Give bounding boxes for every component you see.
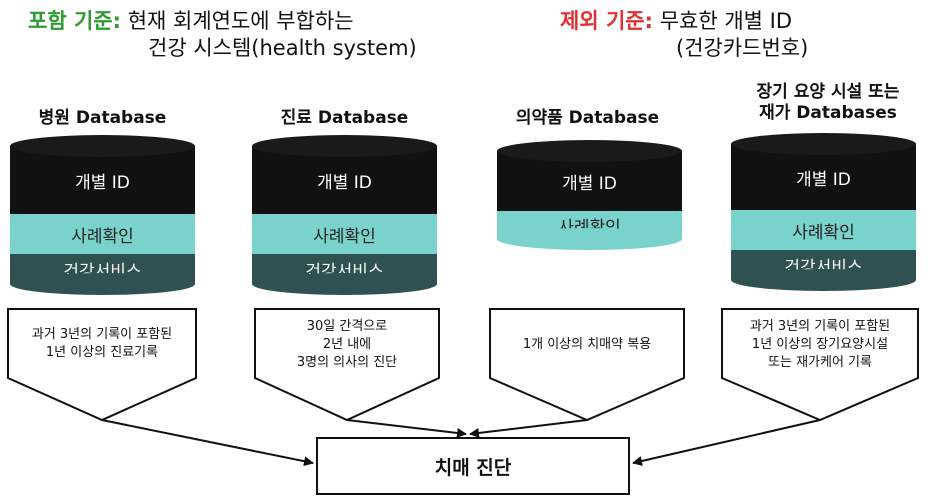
exclusion-criteria: 제외 기준: 무효한 개별 ID (건강카드번호) <box>560 8 808 62</box>
layer-individual-id: 개별 ID <box>497 151 682 211</box>
layer-text: 개별 ID <box>317 172 372 193</box>
db-title-ltc: 장기 요양 시설 또는 재가 Databases <box>728 82 928 124</box>
condition-funnel-clinic <box>254 308 440 422</box>
cylinder-bottom <box>10 273 195 295</box>
db-cylinder-ltc: 개별 ID 사례확인 건강서비스 <box>731 133 916 293</box>
exclusion-label: 제외 기준: <box>560 9 653 33</box>
condition-clinic: 30일 간격으로 2년 내에 3명의 의사의 진단 <box>255 318 439 372</box>
arrow-drug-to-result <box>469 419 588 438</box>
condition-funnel-drug <box>489 308 685 422</box>
cylinder-bottom <box>731 269 916 291</box>
db-title-drug: 의약품 Database <box>495 108 680 129</box>
condition-line: 3명의 의사의 진단 <box>296 355 398 370</box>
arrow-ltc-to-result <box>632 419 821 466</box>
condition-funnel-ltc <box>721 308 919 422</box>
condition-line: 또는 재가케어 기록 <box>768 355 872 370</box>
layer-text: 사례확인 <box>792 222 855 243</box>
condition-line: 과거 3년의 기록이 포함된 <box>31 327 173 342</box>
db-title-text: 의약품 Database <box>515 108 660 128</box>
layer-individual-id: 개별 ID <box>252 146 437 214</box>
cylinder-bottom <box>252 273 437 295</box>
db-title-text: 진료 Database <box>280 108 409 128</box>
exclusion-line1: 무효한 개별 ID <box>659 9 793 33</box>
condition-hospital: 과거 3년의 기록이 포함된 1년 이상의 진료기록 <box>8 326 196 362</box>
cylinder-cap <box>252 135 437 157</box>
db-title-clinic: 진료 Database <box>252 108 437 129</box>
result-dementia-diagnosis: 치매 진단 <box>316 437 630 495</box>
layer-text: 개별 ID <box>562 173 617 194</box>
layer-individual-id: 개별 ID <box>10 146 195 214</box>
inclusion-line2: 건강 시스템(health system) <box>148 36 417 60</box>
db-cylinder-drug: 개별 ID 사례확인 <box>497 140 682 250</box>
layer-individual-id: 개별 ID <box>731 144 916 210</box>
layer-case-identification: 사례확인 <box>252 214 437 254</box>
db-title-text: 병원 Database <box>38 108 167 128</box>
layer-text: 개별 ID <box>796 169 851 190</box>
layer-case-identification: 사례확인 <box>731 210 916 250</box>
db-cylinder-hospital: 개별 ID 사례확인 건강서비스 <box>10 135 195 295</box>
condition-drug: 1개 이상의 치매약 복용 <box>490 336 684 354</box>
condition-line: 30일 간격으로 <box>306 319 388 334</box>
layer-case-identification: 사례확인 <box>10 214 195 254</box>
layer-text: 개별 ID <box>75 172 130 193</box>
cylinder-cap <box>731 133 916 155</box>
exclusion-line2: (건강카드번호) <box>676 36 809 60</box>
condition-line: 1년 이상의 장기요양시설 <box>751 337 889 352</box>
condition-line: 2년 내에 <box>322 337 372 352</box>
layer-text: 사례확인 <box>313 226 376 247</box>
result-text: 치매 진단 <box>434 456 512 479</box>
inclusion-line1: 현재 회계연도에 부합하는 <box>127 9 354 33</box>
inclusion-criteria: 포함 기준: 현재 회계연도에 부합하는 건강 시스템(health syste… <box>28 8 417 62</box>
condition-funnel-hospital <box>7 308 197 422</box>
db-title-text: 재가 Databases <box>759 103 897 123</box>
condition-line: 1개 이상의 치매약 복용 <box>522 337 652 352</box>
db-title-text: 장기 요양 시설 또는 <box>756 82 900 102</box>
cylinder-cap <box>497 140 682 162</box>
layer-text: 사례확인 <box>71 226 134 247</box>
condition-line: 과거 3년의 기록이 포함된 <box>749 319 891 334</box>
condition-line: 1년 이상의 진료기록 <box>45 345 159 360</box>
db-cylinder-clinic: 개별 ID 사례확인 건강서비스 <box>252 135 437 295</box>
arrow-hospital-to-result <box>101 419 314 467</box>
inclusion-label: 포함 기준: <box>28 9 121 33</box>
arrow-clinic-to-result <box>346 419 467 438</box>
db-title-hospital: 병원 Database <box>10 108 195 129</box>
condition-ltc: 과거 3년의 기록이 포함된 1년 이상의 장기요양시설 또는 재가케어 기록 <box>722 318 918 372</box>
cylinder-cap <box>10 135 195 157</box>
cylinder-bottom <box>497 228 682 250</box>
